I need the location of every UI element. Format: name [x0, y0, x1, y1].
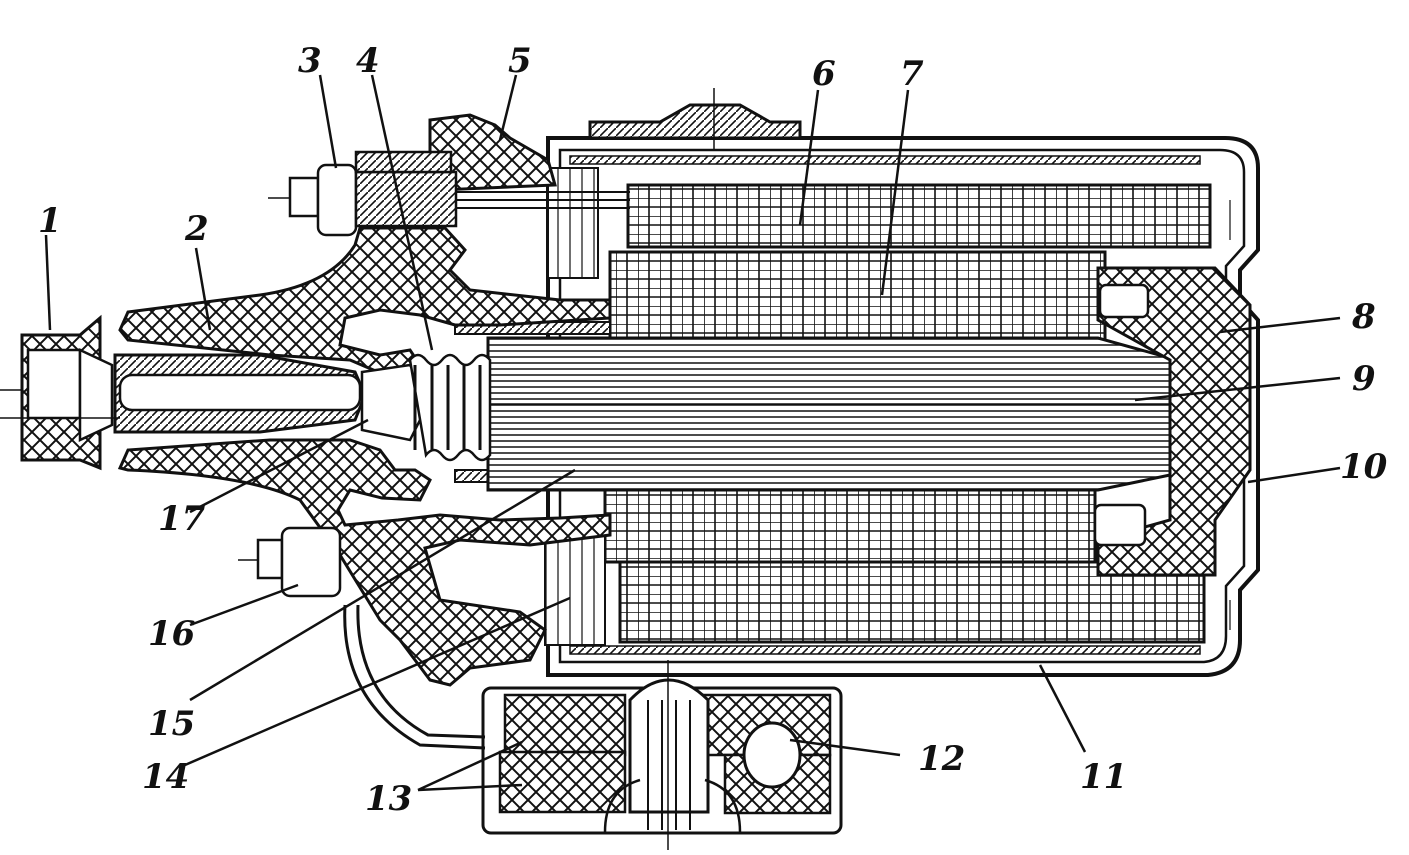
callout-14: 14 — [142, 757, 189, 797]
end-insulator — [1093, 266, 1252, 577]
hv-terminal-nut — [0, 314, 114, 471]
mounting-lug — [588, 88, 802, 150]
callout-4: 4 — [356, 41, 380, 81]
contact-spring — [408, 353, 492, 462]
callout-3: 3 — [298, 41, 322, 81]
callout-2: 2 — [184, 209, 209, 249]
outer-case — [546, 136, 1260, 677]
callout-9: 9 — [1352, 359, 1376, 399]
callout-15: 15 — [148, 704, 195, 744]
mounting-bracket-resistor — [343, 604, 843, 850]
leader-lines — [44, 74, 1341, 792]
callout-7: 7 — [900, 54, 924, 94]
callout-12: 12 — [918, 739, 965, 779]
insulating-cap — [117, 113, 612, 687]
terminal-bolt-top — [268, 150, 630, 237]
callout-5: 5 — [508, 41, 532, 81]
callout-6: 6 — [812, 54, 836, 94]
callout-16: 16 — [148, 614, 195, 654]
callout-17: 17 — [158, 499, 206, 539]
callout-labels: 1 2 3 4 5 6 7 8 9 10 11 12 13 14 15 16 1… — [38, 41, 1388, 819]
terminal-bolt-bottom — [238, 526, 342, 598]
callout-11: 11 — [1080, 757, 1127, 797]
callout-10: 10 — [1340, 447, 1388, 487]
callout-8: 8 — [1351, 297, 1376, 337]
magnetic-core — [486, 336, 1172, 492]
callout-13: 13 — [365, 779, 412, 819]
callout-1: 1 — [38, 201, 62, 241]
secondary-winding — [618, 183, 1212, 644]
